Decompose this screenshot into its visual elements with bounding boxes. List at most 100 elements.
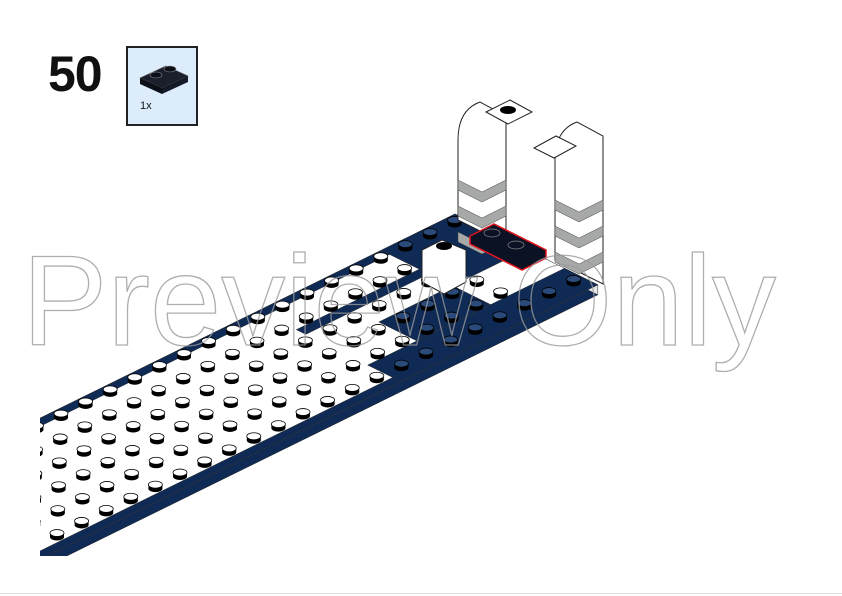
stud-top: [126, 397, 142, 406]
stud-top: [4, 458, 18, 465]
stud-top: [249, 336, 265, 345]
stud-top: [346, 336, 362, 344]
new-plate-stud: [483, 228, 501, 238]
stud-top: [296, 384, 312, 393]
stud-top: [75, 469, 91, 478]
stud-top: [51, 481, 66, 490]
stud-top: [101, 433, 116, 442]
stud-top: [320, 396, 336, 404]
stud-top: [99, 481, 115, 489]
stud-top: [344, 383, 360, 392]
stud-side: [40, 473, 42, 478]
stud-top: [347, 288, 363, 297]
stud-top: [3, 482, 17, 489]
stud-top: [321, 348, 337, 357]
stud-top: [148, 456, 164, 465]
stud-base: [1, 558, 15, 565]
stud-side: [25, 545, 39, 549]
stud-top: [295, 408, 311, 416]
stud-top: [197, 432, 213, 441]
left-pillar-grey-band: [457, 205, 507, 229]
stud-top: [40, 470, 43, 477]
stud-top: [25, 542, 39, 549]
stud-top: [200, 360, 216, 369]
stud-top: [297, 360, 313, 369]
stud-base: [40, 524, 41, 527]
stud-top: [395, 311, 411, 320]
stud-side: [5, 438, 19, 442]
step-number: 50: [48, 46, 103, 102]
stud-top: [175, 373, 191, 381]
stud-top: [394, 335, 410, 344]
stud-side: [2, 533, 16, 537]
stud-top: [224, 372, 240, 381]
stud-side: [2, 509, 16, 513]
stud-top: [246, 432, 262, 441]
stud-base: [5, 438, 19, 445]
stud-top: [420, 299, 436, 308]
stud-top: [443, 335, 459, 344]
stud-top: [320, 372, 336, 380]
stud-top: [468, 299, 484, 308]
stud-top: [40, 495, 42, 500]
bracket-stud: [500, 106, 516, 114]
stud-top: [419, 323, 435, 332]
stud-top: [40, 446, 43, 453]
stud-top: [541, 287, 557, 295]
stud-top: [467, 323, 483, 332]
part-quantity: 1x: [140, 100, 152, 112]
bracket-right: [532, 135, 578, 159]
stud-top: [123, 492, 139, 501]
stud-top: [102, 409, 117, 418]
stud-top: [370, 324, 386, 332]
stud-top: [422, 228, 438, 236]
stud-top: [324, 276, 340, 285]
stud-top: [174, 396, 190, 405]
new-plate-stud: [507, 240, 525, 250]
stud-top: [125, 421, 141, 429]
stud-top: [372, 276, 388, 285]
stud-top: [225, 324, 241, 333]
stud-top: [53, 409, 69, 418]
arch-pillars: [421, 99, 604, 295]
stud-top: [397, 240, 413, 249]
stud-top: [418, 347, 434, 356]
stud-top: [75, 493, 90, 501]
parts-callout: 1x: [126, 46, 198, 126]
stud-top: [247, 384, 263, 393]
stud-top: [100, 457, 116, 465]
stud-top: [396, 288, 412, 296]
stud-top: [76, 445, 92, 454]
stud-top: [201, 337, 217, 345]
baseplate: [1, 213, 599, 565]
right-pillar-grey-band: [554, 225, 604, 249]
stud-top: [147, 480, 163, 489]
stud-side: [40, 497, 41, 502]
stud-top: [40, 519, 41, 523]
left-pillar-grey-band: [457, 179, 507, 203]
right-pillar-grey-band: [554, 251, 604, 275]
stud-top: [250, 312, 266, 321]
stud-top: [270, 420, 286, 429]
stud-top: [52, 433, 68, 442]
stud-top: [223, 396, 239, 405]
stud-top: [151, 361, 167, 370]
stud-top: [98, 504, 114, 513]
new-part-highlight: [469, 223, 547, 271]
stud-top: [221, 444, 237, 453]
stud-top: [224, 348, 240, 357]
stud-side: [40, 521, 41, 526]
stud-top: [517, 299, 532, 308]
stud-side: [3, 486, 17, 490]
right-pillar-grey-band: [554, 199, 604, 223]
stud-top: [198, 408, 214, 417]
stud-top: [1, 554, 15, 561]
stud-top: [174, 420, 190, 429]
stud-top: [150, 409, 166, 417]
stud-top: [2, 530, 16, 537]
stud-side: [4, 462, 18, 466]
stud-top: [77, 421, 93, 430]
stud-top: [274, 324, 290, 333]
stud-top: [222, 420, 238, 429]
stud-base: [40, 475, 42, 480]
